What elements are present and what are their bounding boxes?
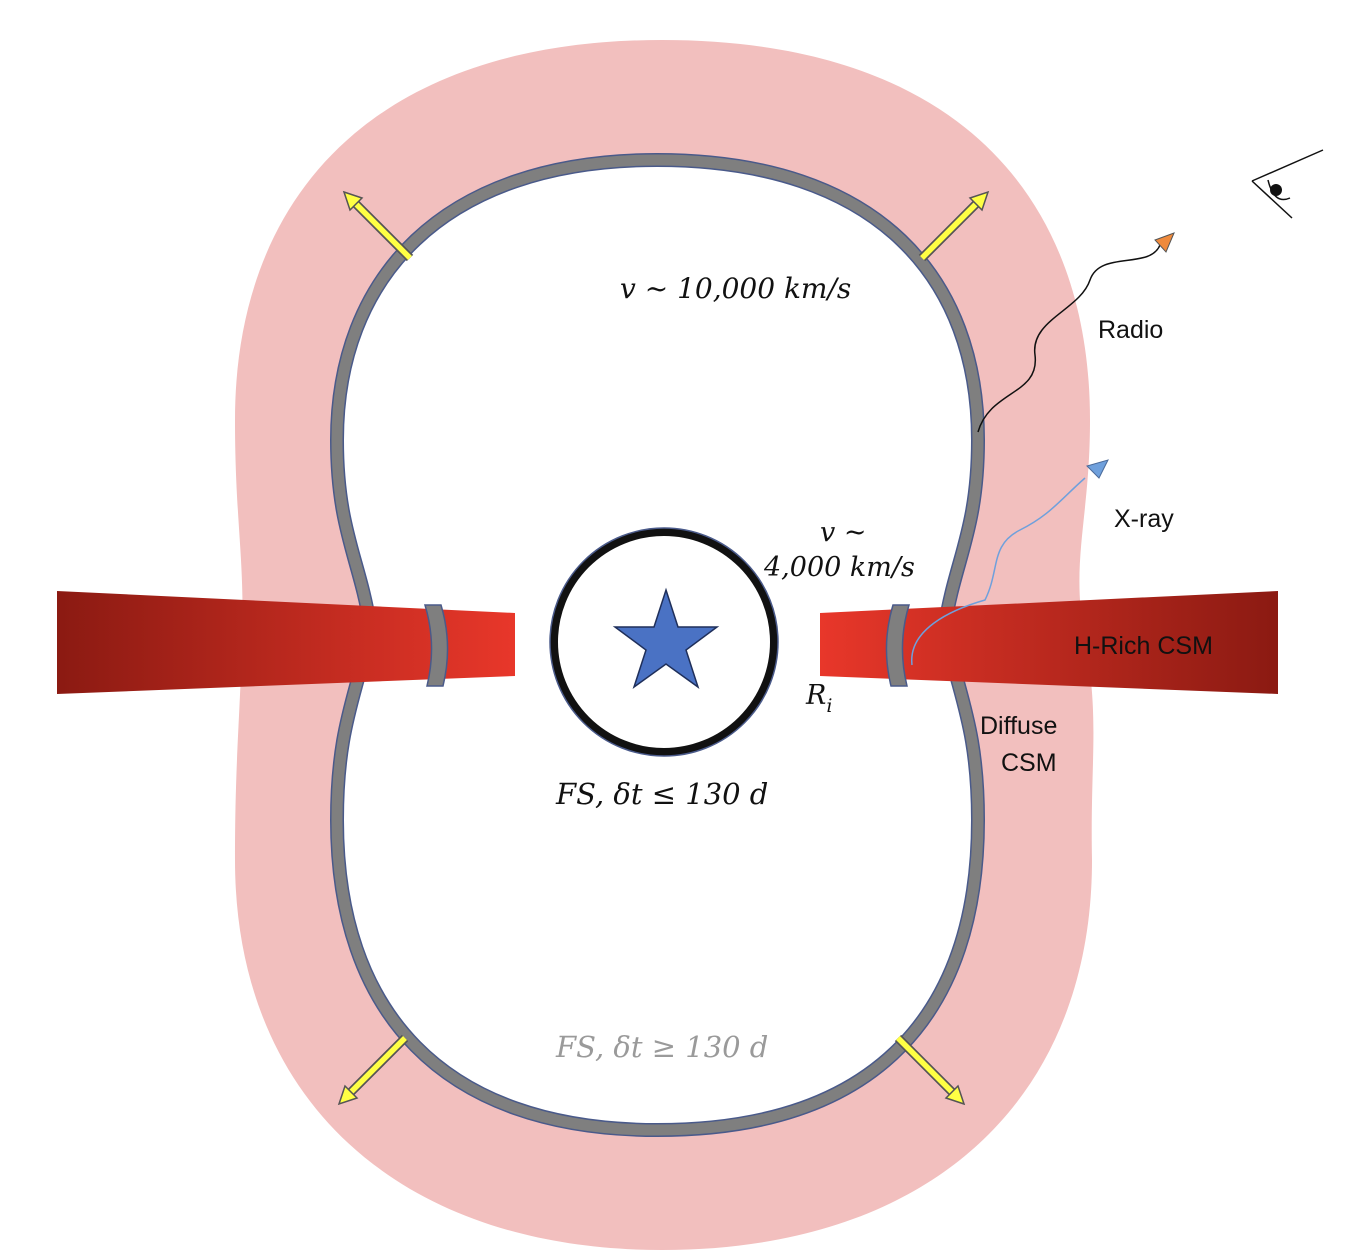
h-rich-disk-right <box>820 591 1278 694</box>
xray-arrowhead <box>1086 459 1109 479</box>
h-rich-disk-left <box>57 591 515 694</box>
star-icon <box>612 587 720 689</box>
eye-icon <box>1251 149 1324 219</box>
expansion-arrow-bottom-right <box>894 1034 966 1106</box>
disk-shock-left <box>423 604 449 687</box>
forward-shock-late-label: FS, δt ≥ 130 d <box>555 1030 768 1064</box>
disk-shock-right <box>885 604 911 687</box>
inner-radius-label: Ri <box>805 680 832 717</box>
radio-arrowhead <box>1154 232 1175 253</box>
diffuse-csm-label-line1: Diffuse <box>980 712 1057 740</box>
xray-label: X-ray <box>1114 505 1174 533</box>
forward-shock-shell-fill <box>331 154 984 1136</box>
expansion-arrow-bottom-left <box>337 1034 409 1106</box>
xray-emission-line <box>911 477 1086 666</box>
inner-shock-ring-edge <box>549 527 779 757</box>
diffuse-csm-label-line2: CSM <box>1001 749 1057 777</box>
inner-radius-subscript: i <box>826 695 832 717</box>
velocity-mid-label-line2: 4,000 km/s <box>763 552 915 583</box>
radio-emission-line <box>977 244 1161 433</box>
expansion-arrow-top-left <box>342 190 414 262</box>
h-rich-csm-label: H-Rich CSM <box>1074 632 1213 660</box>
forward-shock-early-label: FS, δt ≤ 130 d <box>555 777 768 811</box>
velocity-mid-label-line1: v ~ <box>820 517 866 548</box>
inner-radius-symbol: R <box>805 680 826 711</box>
velocity-top-label: v ~ 10,000 km/s <box>620 272 851 305</box>
radio-label: Radio <box>1098 316 1163 344</box>
expansion-arrow-top-right <box>918 190 990 262</box>
